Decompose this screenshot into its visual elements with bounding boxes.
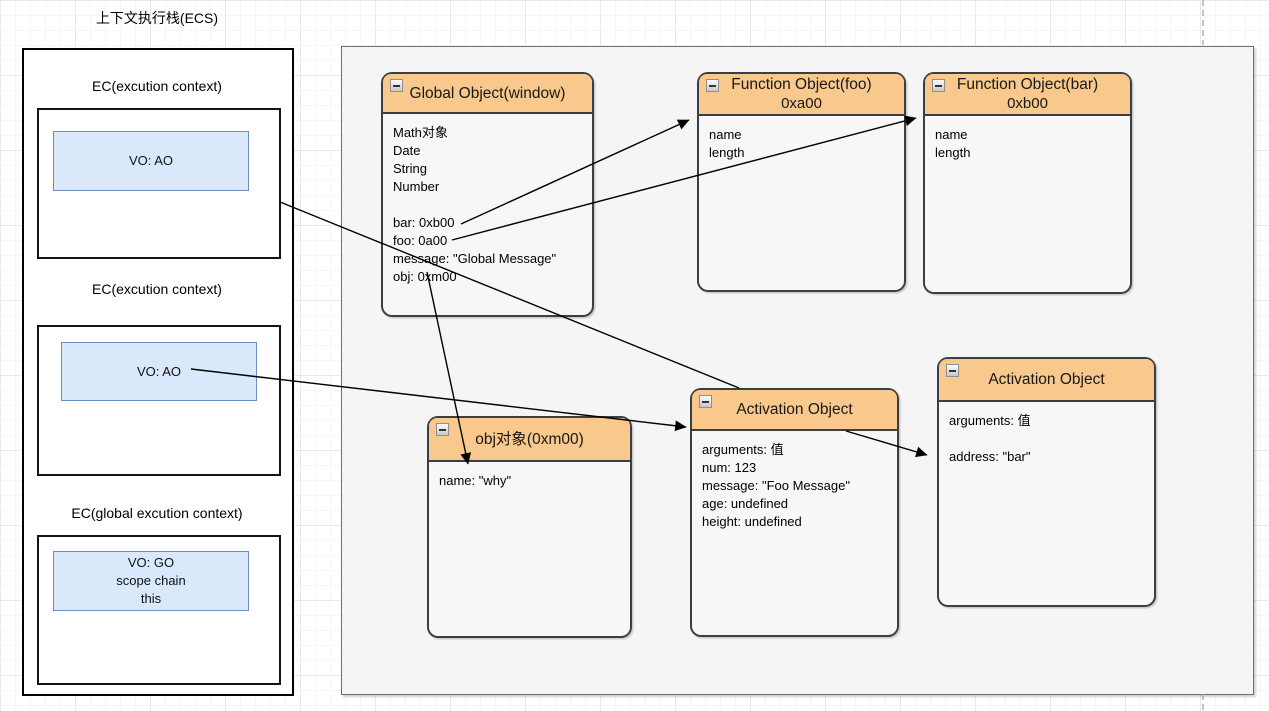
ec-frame-3-label: EC(global excution context) [71, 505, 243, 521]
body-line: name [709, 127, 742, 142]
minus-glyph [439, 428, 446, 431]
object-box-obj[interactable]: obj对象(0xm00) name: "why" [427, 416, 632, 638]
vo-box-2[interactable]: VO: AO [61, 342, 257, 401]
minus-glyph [709, 84, 716, 87]
object-address: 0xa00 [781, 95, 822, 112]
ec-frame-2-box[interactable]: VO: AO [37, 325, 281, 476]
collapse-icon[interactable] [390, 79, 403, 92]
object-title: Function Object(bar) [956, 76, 1099, 93]
vo-box-3-line-2: scope chain [116, 573, 186, 588]
object-box-activation-foo[interactable]: Activation Object arguments: 值 num: 123 … [690, 388, 899, 637]
object-title: Activation Object [988, 371, 1105, 388]
body-line: height: undefined [702, 514, 802, 529]
collapse-icon[interactable] [706, 79, 719, 92]
ec-frame-1-label: EC(excution context) [92, 78, 222, 94]
body-line: address: "bar" [949, 449, 1031, 464]
body-line [949, 430, 1144, 448]
body-line: Number [393, 179, 440, 194]
vo-box-3[interactable]: VO: GO scope chain this [53, 551, 249, 611]
body-line: bar: 0xb00 [393, 215, 455, 230]
object-title: obj对象(0xm00) [475, 430, 584, 448]
body-line: name: "why" [439, 473, 512, 488]
object-box-function-bar[interactable]: Function Object(bar) 0xb00 name length [923, 72, 1132, 294]
body-line [393, 196, 582, 214]
minus-glyph [949, 369, 956, 372]
body-line: Date [393, 143, 421, 158]
vo-box-3-line-1: VO: GO [127, 555, 175, 570]
body-line: message: "Foo Message" [702, 478, 850, 493]
object-box-global-window[interactable]: Global Object(window) Math对象 Date String… [381, 72, 594, 317]
minus-glyph [393, 84, 400, 87]
body-line: message: "Global Message" [393, 251, 557, 266]
body-line: num: 123 [702, 460, 757, 475]
minus-glyph [702, 400, 709, 403]
vo-box-3-line-3: this [140, 591, 162, 606]
collapse-icon[interactable] [699, 395, 712, 408]
collapse-icon[interactable] [946, 364, 959, 377]
vo-box-1-text: VO: AO [128, 153, 174, 168]
object-title: Activation Object [736, 401, 853, 418]
body-line: arguments: 值 [949, 413, 1031, 428]
object-address: 0xb00 [1007, 95, 1048, 112]
object-box-activation-bar[interactable]: Activation Object arguments: 值 address: … [937, 357, 1156, 607]
collapse-icon[interactable] [932, 79, 945, 92]
body-line: arguments: 值 [702, 442, 784, 457]
body-line: foo: 0a00 [393, 233, 448, 248]
body-line: Math对象 [393, 125, 448, 140]
body-line: length [935, 145, 971, 160]
page-title: 上下文执行栈(ECS) [95, 10, 219, 26]
body-line: String [393, 161, 427, 176]
ec-frame-3-box[interactable]: VO: GO scope chain this [37, 535, 281, 685]
vo-box-2-text: VO: AO [136, 363, 182, 379]
minus-glyph [935, 84, 942, 87]
ec-frame-1-box[interactable]: VO: AO [37, 108, 281, 259]
vo-box-1[interactable]: VO: AO [53, 131, 249, 191]
ec-frame-2-label: EC(excution context) [92, 281, 222, 297]
body-line: length [709, 145, 745, 160]
body-line: obj: 0xm00 [393, 269, 457, 284]
body-line: name [935, 127, 968, 142]
object-box-function-foo[interactable]: Function Object(foo) 0xa00 name length [697, 72, 906, 292]
body-line: age: undefined [702, 496, 789, 511]
object-title: Function Object(foo) [731, 76, 872, 93]
object-title: Global Object(window) [409, 84, 566, 102]
collapse-icon[interactable] [436, 423, 449, 436]
